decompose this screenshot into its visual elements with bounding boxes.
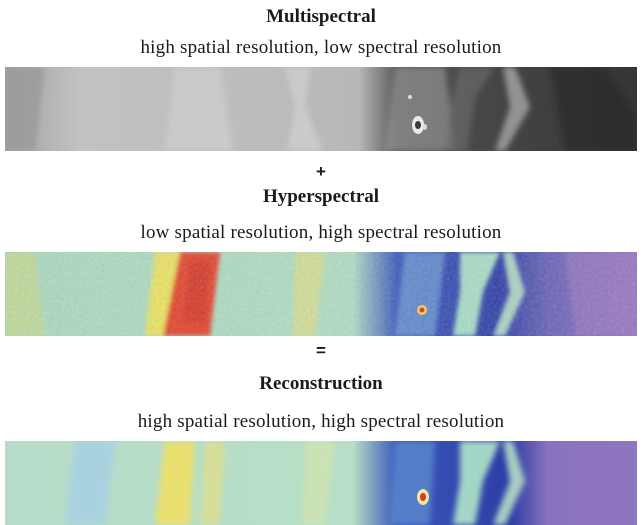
hyperspectral-image xyxy=(5,252,637,336)
hyperspectral-title: Hyperspectral xyxy=(262,186,380,207)
reconstruction-image xyxy=(5,441,637,525)
plus-operator: + xyxy=(316,162,326,181)
multispectral-subtitle: high spatial resolution, low spectral re… xyxy=(140,37,502,58)
reconstruction-subtitle: high spatial resolution, high spectral r… xyxy=(137,411,505,432)
multispectral-image xyxy=(5,67,637,151)
multispectral-title: Multispectral xyxy=(266,6,376,27)
reconstruction-title: Reconstruction xyxy=(259,373,383,394)
hyperspectral-subtitle: low spatial resolution, high spectral re… xyxy=(140,222,502,243)
equals-operator: = xyxy=(316,341,326,360)
